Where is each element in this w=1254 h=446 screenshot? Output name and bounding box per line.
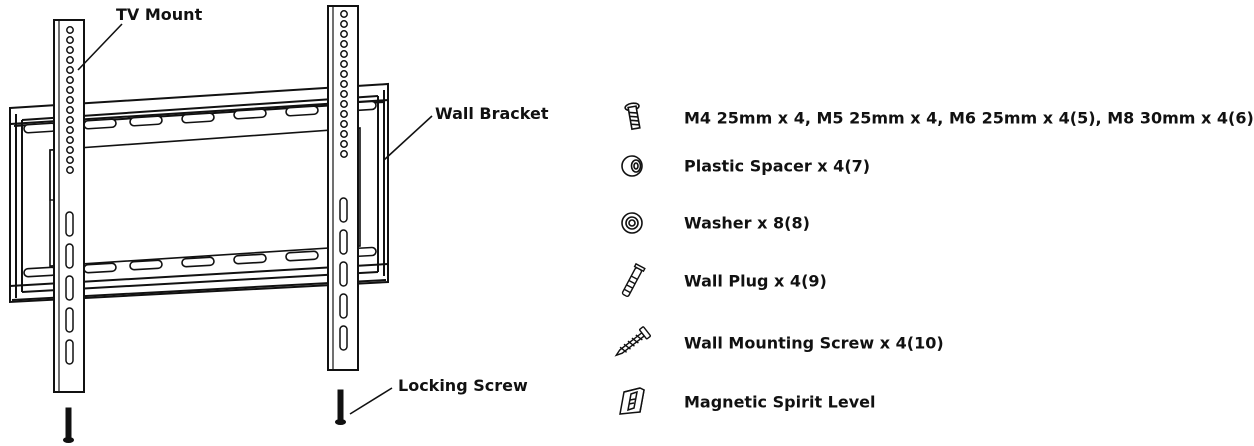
list-item: M4 25mm x 4, M5 25mm x 4, M6 25mm x 4(5)… bbox=[610, 98, 1254, 138]
spirit-level-icon bbox=[619, 387, 645, 415]
locking-screw-right bbox=[335, 389, 346, 425]
wall-bracket-label: Wall Bracket bbox=[435, 104, 549, 123]
tv-mount-arm-left bbox=[53, 19, 85, 393]
bolt-icon bbox=[624, 102, 641, 131]
list-item: Plastic Spacer x 4(7) bbox=[610, 146, 1236, 186]
locking-screw-label: Locking Screw bbox=[398, 376, 528, 395]
part-label: Washer x 8(8) bbox=[684, 213, 810, 233]
tv-mount-label: TV Mount bbox=[116, 5, 203, 24]
bracket-slots-top bbox=[23, 100, 377, 134]
list-item: Washer x 8(8) bbox=[610, 203, 1236, 243]
spacer-icon bbox=[621, 155, 643, 177]
list-item: Magnetic Spirit Level bbox=[610, 382, 1236, 422]
part-label: Wall Mounting Screw x 4(10) bbox=[684, 333, 944, 353]
part-label: Magnetic Spirit Level bbox=[684, 392, 876, 412]
parts-list: M4 25mm x 4, M5 25mm x 4, M6 25mm x 4(5)… bbox=[610, 0, 1254, 446]
part-label: Wall Plug x 4(9) bbox=[684, 271, 827, 291]
washer-icon bbox=[621, 212, 643, 234]
wall-bracket bbox=[9, 82, 389, 304]
tv-mount-arm-right bbox=[327, 5, 359, 371]
leader-lines bbox=[77, 23, 433, 415]
part-label: M4 25mm x 4, M5 25mm x 4, M6 25mm x 4(5)… bbox=[684, 108, 1254, 128]
wall-screw-icon bbox=[614, 326, 651, 357]
part-label: Plastic Spacer x 4(7) bbox=[684, 156, 871, 176]
locking-screw-left bbox=[63, 407, 74, 443]
wall-plug-icon bbox=[621, 262, 646, 298]
list-item: Wall Plug x 4(9) bbox=[610, 261, 1236, 301]
list-item: Wall Mounting Screw x 4(10) bbox=[610, 323, 1236, 363]
